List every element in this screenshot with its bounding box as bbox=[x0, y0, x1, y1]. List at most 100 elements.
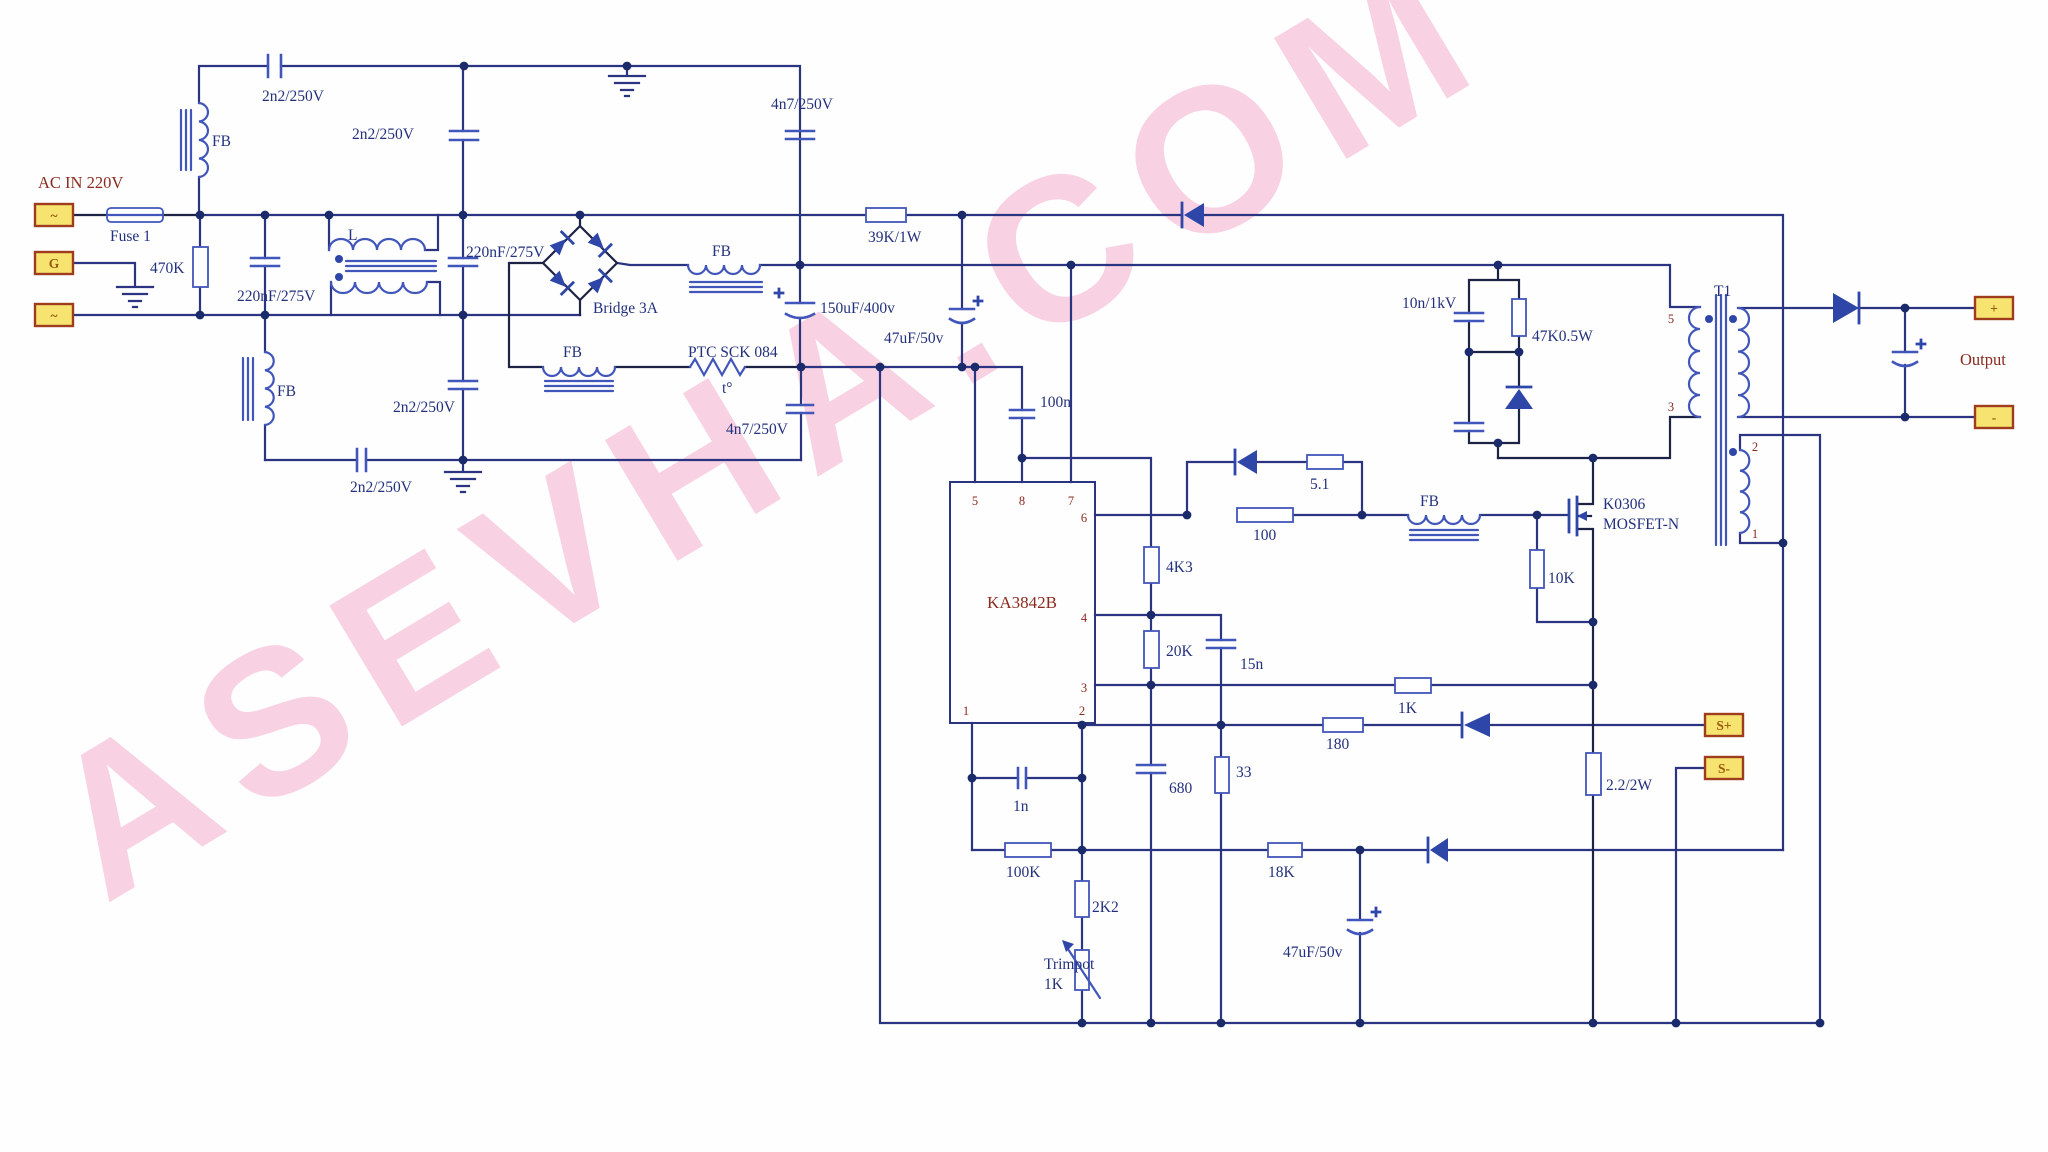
label-680: 680 bbox=[1169, 780, 1193, 797]
label-10n: 10n/1kV bbox=[1402, 295, 1457, 312]
t1-pin2: 2 bbox=[1752, 440, 1758, 454]
fb-choke-1: FB bbox=[179, 101, 231, 179]
resistor-4k3 bbox=[1143, 546, 1160, 584]
cap-47uf-1: 47uF/50v bbox=[884, 295, 984, 347]
fuse-label: Fuse 1 bbox=[110, 228, 151, 245]
t1-pin5: 5 bbox=[1668, 312, 1674, 326]
label-20k: 20K bbox=[1166, 643, 1194, 660]
label-15n: 15n bbox=[1240, 656, 1264, 673]
resistor-1k bbox=[1394, 677, 1432, 694]
gate-drive: 5.1 100 FB 10K K0306 MOSFET-N 2.2/2W bbox=[1233, 448, 1679, 796]
label-33: 33 bbox=[1236, 764, 1252, 781]
label-choke-l: L bbox=[348, 227, 357, 244]
ptc-thermistor: PTC SCK 084 t° bbox=[688, 344, 778, 397]
gate-diode bbox=[1233, 448, 1257, 476]
label-470k: 470K bbox=[150, 260, 185, 277]
label-5r1: 5.1 bbox=[1310, 476, 1329, 493]
label-bridge: Bridge 3A bbox=[593, 300, 659, 317]
ic-pin8: 8 bbox=[1019, 494, 1025, 508]
emi-filter: 470K FB FB 220nF/275V 220nF/275V 2n2/250… bbox=[150, 53, 834, 496]
terminal-sense-plus-label: S+ bbox=[1716, 718, 1731, 733]
cap-220nf-1: 220nF/275V bbox=[237, 256, 316, 305]
snubber-clamp: 10n/1kV 47K0.5W bbox=[1402, 295, 1593, 433]
snubber-diode bbox=[1505, 385, 1533, 409]
cap-snubber-2 bbox=[1453, 421, 1485, 433]
t1-pin1: 1 bbox=[1752, 527, 1758, 541]
label-trimpot-val: 1K bbox=[1044, 976, 1064, 993]
cap-100n: 100n bbox=[1008, 394, 1071, 420]
label-100: 100 bbox=[1253, 527, 1277, 544]
terminal-ac-neutral-label: ~ bbox=[50, 308, 57, 323]
ic-pin6: 6 bbox=[1081, 511, 1087, 525]
mosfet: K0306 MOSFET-N bbox=[1567, 495, 1679, 537]
resistor-180 bbox=[1322, 717, 1364, 733]
cap-47uf-3: 47uF/50v bbox=[1283, 906, 1382, 961]
cap-2n2-3: 2n2/250V bbox=[393, 379, 479, 416]
label-2r2: 2.2/2W bbox=[1606, 777, 1652, 794]
label-47k: 47K0.5W bbox=[1532, 328, 1593, 345]
label-mosfet-type: MOSFET-N bbox=[1603, 516, 1679, 533]
output-title: Output bbox=[1960, 350, 2006, 369]
label-18k: 18K bbox=[1268, 864, 1296, 881]
wiring bbox=[71, 64, 1977, 1025]
common-mode-choke: L bbox=[327, 213, 442, 317]
cap-2n2-1: 2n2/250V bbox=[262, 53, 325, 105]
label-100n: 100n bbox=[1040, 394, 1071, 411]
terminal-output-minus bbox=[1973, 404, 2015, 430]
resistor-18k bbox=[1267, 842, 1303, 858]
aux-diode bbox=[1426, 836, 1448, 864]
resistor-33 bbox=[1214, 756, 1230, 794]
vcc-diode bbox=[1180, 201, 1204, 229]
trimpot-1k: Trimpot 1K bbox=[1044, 940, 1102, 1000]
label-10k: 10K bbox=[1548, 570, 1576, 587]
resistor-47k bbox=[1511, 298, 1527, 337]
resistor-5r1 bbox=[1306, 454, 1344, 470]
terminal-ac-ground-label: G bbox=[49, 256, 60, 271]
label-fb1: FB bbox=[212, 133, 231, 150]
label-fb5: FB bbox=[1420, 493, 1439, 510]
fb-choke-5: FB bbox=[1406, 493, 1482, 542]
fb-choke-3: FB bbox=[686, 243, 764, 294]
input-terminals: ~ G ~ AC IN 220V bbox=[33, 173, 123, 328]
output-diode bbox=[1833, 291, 1861, 325]
label-220nf-2: 220nF/275V bbox=[466, 244, 545, 261]
terminal-ac-live-label: ~ bbox=[50, 208, 57, 223]
ac-input-title: AC IN 220V bbox=[38, 173, 123, 192]
ic-ka3842b: KA3842B 5 8 7 6 4 3 2 1 100n bbox=[949, 394, 1096, 724]
cap-1n: 1n bbox=[1013, 766, 1029, 815]
fuse: Fuse 1 bbox=[105, 207, 165, 245]
cap-150uf: 150uF/400v bbox=[773, 287, 895, 320]
label-trimpot: Trimpot bbox=[1044, 956, 1095, 973]
label-4n7-1: 4n7/250V bbox=[771, 96, 834, 113]
terminal-sense-plus bbox=[1703, 712, 1745, 738]
label-150uf: 150uF/400v bbox=[820, 300, 895, 317]
label-mosfet-part: K0306 bbox=[1603, 496, 1645, 513]
terminal-output-plus-label: + bbox=[1990, 301, 1998, 316]
cap-2n2-2: 2n2/250V bbox=[352, 126, 480, 143]
label-2k2: 2K2 bbox=[1092, 899, 1119, 916]
cap-15n: 15n bbox=[1205, 638, 1264, 673]
fb-choke-4: FB bbox=[541, 344, 617, 393]
bridge-rectifier: Bridge 3A bbox=[541, 224, 659, 317]
ic-pin3: 3 bbox=[1081, 681, 1087, 695]
label-100k: 100K bbox=[1006, 864, 1041, 881]
label-4n7-2: 4n7/250V bbox=[726, 421, 789, 438]
label-ptc: PTC SCK 084 bbox=[688, 344, 778, 361]
cap-output bbox=[1891, 338, 1927, 368]
terminal-ac-ground bbox=[33, 250, 75, 276]
label-220nf-1: 220nF/275V bbox=[237, 288, 316, 305]
ic-pin4: 4 bbox=[1081, 611, 1088, 625]
vcc-supply: 39K/1W 47uF/50v bbox=[865, 201, 1204, 347]
timing-network: 4K3 20K 15n 680 33 bbox=[1135, 546, 1264, 797]
cap-4n7-2: 4n7/250V bbox=[726, 403, 815, 438]
terminal-sense-minus bbox=[1703, 755, 1745, 781]
t1-pin3: 3 bbox=[1668, 400, 1674, 414]
label-47uf-1: 47uF/50v bbox=[884, 330, 944, 347]
label-ptc-temp: t° bbox=[722, 380, 733, 397]
terminal-ac-live bbox=[33, 202, 75, 228]
ic-pin5: 5 bbox=[972, 494, 978, 508]
label-180: 180 bbox=[1326, 736, 1350, 753]
cap-10n: 10n/1kV bbox=[1402, 295, 1485, 323]
